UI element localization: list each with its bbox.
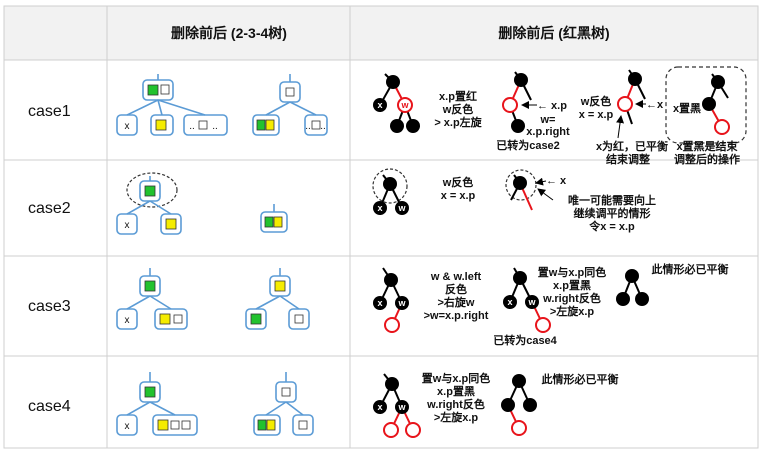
case3-step2-line1: 置w与x.p同色 [538,265,606,279]
case3-step1-line3: >右旋w [438,295,475,309]
case1-w-equals-line2: x.p.right [526,126,570,138]
case4-w-node-label: w [397,402,406,412]
case4-x-label: x [125,421,130,432]
case1-after-dots-right: .. [320,121,326,132]
case1-step1-line2: w反色 [442,102,474,116]
case3-mid-w-label: w [527,297,536,307]
table-grid [3,5,759,449]
case1-after-dots-left: .. [305,121,311,132]
case2-rb-after [505,169,554,211]
case1-converted-label: 已转为case2 [496,138,560,152]
case4-rb-before: x w [373,373,421,438]
case4-step-line2: x.p置黑 [437,385,475,398]
case2-note-line1: 唯一可能需要向上 [568,193,656,207]
case1-234-before [116,74,228,136]
case4-balanced-label: 此情形必已平衡 [542,372,619,386]
case3-x-node-label: x [377,298,382,308]
case2-arrow-x-label: ← x [546,175,567,187]
case3-234-before [116,268,188,330]
case2-step-line1: w反色 [442,175,474,189]
case4-234-after [253,372,314,436]
case2-234-after [260,204,288,233]
case1-step2-line2: x = x.p [579,109,614,121]
case1-step1-line1: x.p置红 [439,89,477,103]
case2-234-before [116,172,182,235]
case1-rb-before: x w [373,73,420,133]
case3-step1-line2: 反色 [445,282,467,296]
case4-234-before [116,372,198,436]
case1-x-red-line1: x为红，已平衡 [596,139,668,153]
case4-step-line1: 置w与x.p同色 [422,371,490,385]
case1-234-after [252,74,328,136]
case2-note-line2: 继续调平的情形 [574,206,651,220]
case3-w-node-label: w [397,298,406,308]
tree-234-keys [144,84,321,431]
row-label-case3: case3 [28,298,71,315]
case2-x-node-label: x [377,203,382,213]
header-red-black-tree: 删除前后 (红黑树) [498,25,609,41]
case1-dots-right: .. [212,121,218,132]
case3-mid-x-label: x [507,297,512,307]
case1-w-node-label: w [400,100,409,110]
case3-x-label: x [125,315,130,326]
case3-converted-label: 已转为case4 [493,333,557,347]
case3-step1-line1: w & w.left [430,271,482,283]
case3-step1-line4: >w=x.p.right [424,310,489,322]
case2-x-label: x [125,220,130,231]
case3-step2-line2: x.p置黑 [553,279,591,292]
case4-rb-after [501,374,537,436]
case3-234-after [245,268,310,330]
case3-rb-before: x w [373,267,409,333]
case1-box-note-line1: x置黑是结束 [676,139,738,153]
case1-rb-after-step2 [616,69,646,139]
case2-note-line3: 令x = x.p [588,219,635,233]
row-label-case2: case2 [28,200,71,217]
case3-step2-line4: >左旋x.p [550,304,595,318]
case1-arrow-xp-label: ← x.p [537,100,567,112]
case2-rb-before: x w [372,168,409,215]
case4-step-line3: w.right反色 [426,397,485,411]
case3-rb-after [616,269,649,306]
rb-tree-diagrams: x w x.p置红 w反色 > x.p左旋 ← x.p w= x.p.right… [372,66,747,438]
tree-234-diagrams [116,74,328,436]
case2-w-node-label: w [397,203,406,213]
case1-box-title: x置黑 [673,102,701,115]
case1-x-red-line2: 结束调整 [605,152,650,166]
case1-dots-left: .. [189,121,195,132]
case1-x-node-label: x [377,100,382,110]
case1-step1-line3: > x.p左旋 [434,115,482,129]
case1-arrow-x-label: ←x [646,99,664,111]
case3-step2-line3: w.right反色 [542,291,601,305]
case4-x-node-label: x [377,402,382,412]
header-2-3-4-tree: 删除前后 (2-3-4树) [171,25,287,41]
case3-balanced-label: 此情形必已平衡 [652,262,729,276]
case1-step2-line1: w反色 [580,94,612,108]
case1-rb-mid [502,71,537,133]
row-label-case1: case1 [28,103,71,120]
case2-step-line2: x = x.p [441,190,476,202]
case3-rb-mid: x w [503,267,551,333]
case1-final-box [665,66,747,144]
case1-w-equals-line1: w= [540,114,556,126]
case1-box-note-line2: 调整后的操作 [674,152,740,166]
case4-step-line4: >左旋x.p [434,410,479,424]
case1-x-label: x [125,121,130,132]
row-label-case4: case4 [28,398,71,415]
